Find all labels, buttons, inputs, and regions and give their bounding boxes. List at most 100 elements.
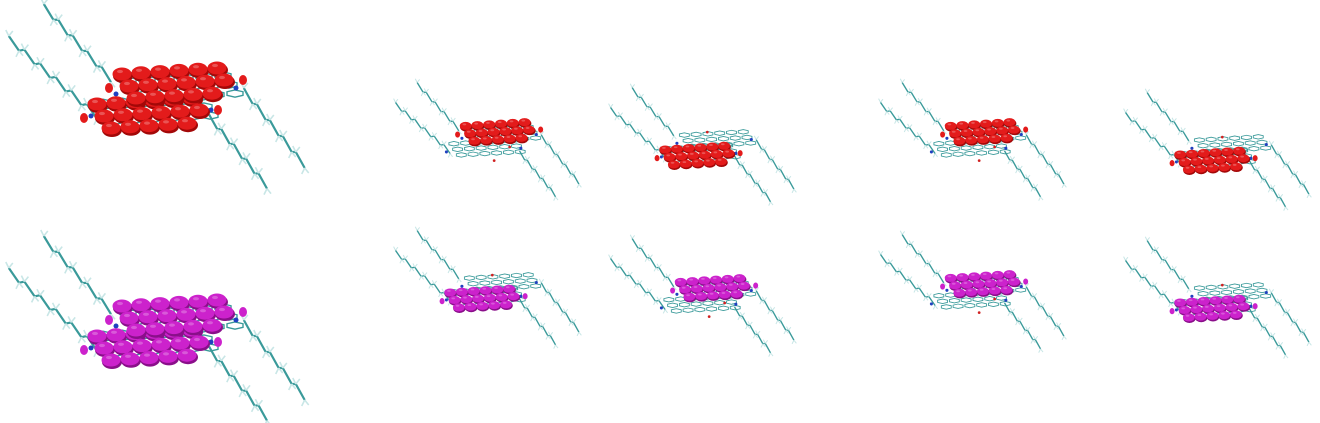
hydrogen-bond bbox=[779, 316, 784, 321]
aromatic-ring bbox=[226, 321, 244, 330]
aromatic-ring bbox=[479, 150, 491, 157]
hydrogen-bond bbox=[549, 331, 554, 336]
aromatic-ring bbox=[952, 303, 964, 309]
hydrogen-bond bbox=[1262, 175, 1266, 180]
orbital-lobe bbox=[132, 107, 152, 121]
hydrogen-bond bbox=[232, 138, 239, 145]
aromatic-ring bbox=[467, 151, 479, 157]
orbital-lobe bbox=[730, 289, 743, 298]
hydrogen-bond bbox=[1308, 193, 1312, 198]
hydrogen-bond bbox=[274, 367, 280, 375]
hydrogen-bond bbox=[547, 331, 551, 336]
hydrogen-bond bbox=[647, 102, 651, 108]
hydrogen-bond bbox=[673, 135, 677, 140]
hydrogen-bond bbox=[1158, 294, 1162, 299]
hydrogen-bond bbox=[1141, 277, 1145, 282]
hydrogen-bond bbox=[1024, 178, 1029, 182]
orbital-lobe bbox=[472, 294, 484, 303]
orbital-lobe-end bbox=[1252, 303, 1258, 310]
aromatic-ring bbox=[487, 144, 499, 151]
hydrogen-bond bbox=[554, 298, 558, 303]
aromatic-ring bbox=[1241, 282, 1252, 289]
hydrogen-bond bbox=[629, 83, 633, 88]
hydrogen-bond bbox=[573, 170, 577, 175]
hydrogen-bond bbox=[1009, 307, 1013, 313]
orbital-lobe bbox=[183, 319, 203, 333]
hydrogen-bond bbox=[761, 296, 765, 301]
hydrogen-bond bbox=[935, 117, 939, 122]
hydrogen-bond bbox=[1039, 306, 1043, 310]
hydrogen-bond bbox=[791, 339, 795, 345]
orbital-lobe-end bbox=[522, 293, 528, 300]
aromatic-ring bbox=[702, 300, 714, 307]
aromatic-ring bbox=[729, 135, 741, 141]
alkyl-chain-bonds bbox=[1248, 160, 1287, 208]
hydrogen-bond bbox=[647, 253, 651, 259]
hydrogen-bond bbox=[1284, 308, 1288, 313]
orbital-lobe bbox=[87, 329, 107, 343]
orbital-lobe bbox=[491, 285, 504, 294]
hydrogen-bond bbox=[880, 98, 884, 103]
hydrogen-bond bbox=[261, 119, 267, 127]
aromatic-ring bbox=[718, 305, 729, 311]
hydrogen-bond bbox=[1161, 142, 1165, 147]
orbital-lobe-end bbox=[654, 155, 660, 162]
alkyl-chain bbox=[414, 78, 462, 135]
orbital-lobe bbox=[506, 118, 519, 127]
orbital-lobe-highlight bbox=[982, 121, 987, 124]
orbital-lobe bbox=[1225, 154, 1238, 163]
hydrogen-bond bbox=[1131, 269, 1135, 273]
hydrogen-bond bbox=[1031, 140, 1035, 145]
hydrogen-bond bbox=[252, 103, 258, 110]
aromatic-ring bbox=[1233, 289, 1244, 295]
hydrogen-bond bbox=[631, 84, 636, 88]
orbital-lobe bbox=[968, 120, 981, 129]
hydrogen-bond bbox=[64, 35, 69, 42]
hydrogen-bond bbox=[78, 282, 83, 290]
orbital-lobe-highlight bbox=[1228, 304, 1233, 307]
hydrogen-bond bbox=[739, 315, 743, 320]
hydrogen-bond bbox=[425, 236, 429, 241]
hydrogen-bond bbox=[1033, 141, 1038, 145]
orbital-lobe bbox=[679, 285, 691, 294]
hydrogen-bond bbox=[62, 91, 67, 98]
hydrogen-bond bbox=[5, 29, 10, 37]
hydrogen-bond bbox=[213, 361, 219, 368]
hydrogen-bond bbox=[753, 135, 757, 140]
hydrogen-bond bbox=[1030, 339, 1034, 344]
hydrogen-bond bbox=[250, 405, 256, 413]
orbital-lobe-highlight bbox=[194, 105, 200, 110]
orbital-lobe bbox=[960, 128, 973, 137]
hydrogen-bond bbox=[1294, 170, 1299, 175]
orbital-lobe-highlight bbox=[212, 63, 218, 68]
hydrogen-bond bbox=[563, 160, 566, 165]
orbital-lobe bbox=[87, 97, 107, 111]
hydrogen-bond bbox=[18, 50, 24, 57]
hydrogen-bond bbox=[1264, 175, 1268, 180]
aromatic-ring bbox=[448, 141, 460, 147]
aromatic-core-top bbox=[1190, 134, 1272, 159]
orbital-lobe bbox=[1218, 163, 1231, 172]
hydrogen-bond bbox=[935, 269, 939, 274]
hydrogen-bond bbox=[629, 271, 633, 276]
orbital-lobe-highlight bbox=[740, 283, 745, 286]
hydrogen-bond bbox=[619, 112, 623, 117]
nitrogen-atom bbox=[675, 292, 679, 296]
hydrogen-bond bbox=[534, 165, 538, 170]
nitrogen-atom bbox=[1190, 146, 1194, 150]
nitrogen-atom bbox=[88, 113, 94, 119]
orbital-lobe bbox=[448, 295, 461, 304]
orbital-lobe bbox=[980, 119, 992, 128]
orbital-lobe bbox=[151, 105, 171, 119]
hydrogen-bond bbox=[216, 360, 223, 367]
hydrogen-bond bbox=[1303, 180, 1307, 185]
orbital-lobe bbox=[702, 283, 715, 292]
hydrogen-bond bbox=[253, 173, 260, 180]
orbital-lobe bbox=[667, 160, 680, 169]
hydrogen-bond bbox=[253, 97, 258, 105]
orbital-lobe-highlight bbox=[698, 293, 702, 296]
hydrogen-bond bbox=[1144, 273, 1148, 278]
hydrogen-bond bbox=[1049, 160, 1054, 165]
orbital-lobe-highlight bbox=[689, 152, 694, 155]
orbital-lobe-highlight bbox=[1193, 306, 1197, 309]
